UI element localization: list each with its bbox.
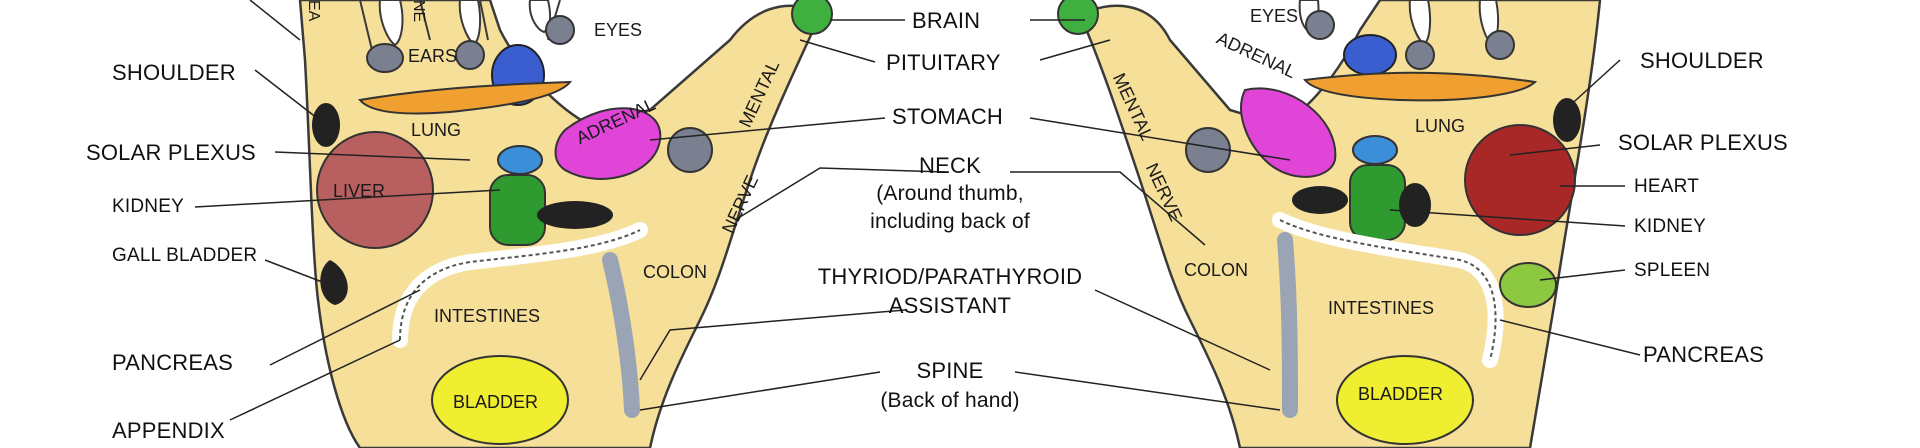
right-dark-spot-b [1399, 183, 1431, 227]
left-label-pancreas: PANCREAS [112, 350, 233, 375]
right-label-spleen: SPLEEN [1634, 260, 1711, 281]
left-hand-label-ears-a: EA [305, 0, 322, 22]
right-solar-plexus-dark [1553, 98, 1581, 142]
left-stomach [554, 107, 662, 180]
left-label-shoulder: SHOULDER [112, 60, 236, 85]
left-hand-label-bladder: BLADDER [453, 392, 539, 412]
center-label-thyroid: THYRIOD/PARATHYROID [817, 264, 1083, 289]
center-label-spine-note: (Back of hand) [880, 389, 1020, 412]
right-kidney-green [1349, 164, 1406, 241]
center-label-neck-note-2: including back of [870, 210, 1030, 233]
right-label-solar-plexus: SOLAR PLEXUS [1618, 130, 1788, 155]
right-label-heart: HEART [1634, 176, 1700, 197]
right-label-pancreas: PANCREAS [1643, 342, 1764, 367]
right-spleen [1499, 262, 1557, 308]
left-thumb-dark [667, 127, 713, 173]
right-hand-label-intestines: INTESTINES [1328, 298, 1435, 318]
left-hand-label-ears: EARS [408, 46, 458, 66]
left-dark-spot [537, 201, 613, 229]
right-hand-label-lung: LUNG [1415, 116, 1466, 136]
left-label-appendix: APPENDIX [112, 418, 225, 443]
left-finger-lines [359, 0, 561, 51]
right-lung-bar [1303, 71, 1538, 102]
left-ears-dark-1 [366, 43, 404, 73]
left-label-gall-bladder: GALL BLADDER [112, 245, 258, 266]
center-label-neck-note-1: (Around thumb, [876, 182, 1024, 205]
right-colon-outline [1279, 219, 1497, 361]
left-ears-dark-3 [545, 15, 575, 45]
right-ears-dark-2 [1405, 40, 1435, 70]
left-hand-label-ears-b: NE [410, 0, 427, 23]
right-ears-dark-1 [1305, 10, 1335, 40]
left-hand-label-colon: COLON [643, 262, 708, 282]
right-hand-label-colon: COLON [1184, 260, 1249, 280]
left-ears-dark-2 [455, 40, 485, 70]
left-adrenal-blue [497, 145, 543, 175]
left-hand-label-liver: LIVER [333, 181, 386, 201]
right-hand [1057, 0, 1602, 448]
left-brain-dot [791, 0, 833, 35]
left-label-kidney: KIDNEY [112, 196, 184, 217]
right-bladder [1336, 355, 1474, 445]
right-spine [1277, 232, 1298, 418]
left-hand [298, 0, 833, 448]
leader-lines [194, 0, 1641, 421]
left-gall-dark [320, 260, 348, 305]
left-lung-bar [358, 80, 573, 115]
center-label-neck: NECK [919, 153, 981, 178]
left-bladder [431, 355, 569, 445]
right-ears-blue [1343, 34, 1397, 76]
right-stomach [1240, 87, 1337, 178]
center-label-spine: SPINE [916, 358, 984, 383]
right-hand-label-bladder: BLADDER [1358, 384, 1444, 404]
right-dark-spot-a [1292, 186, 1348, 214]
left-colon-outline [399, 229, 641, 341]
right-heart [1464, 124, 1576, 236]
center-label-assistant: ASSISTANT [888, 293, 1012, 318]
right-label-shoulder: SHOULDER [1640, 48, 1764, 73]
right-hand-label-eyes: EYES [1250, 6, 1299, 26]
center-label-brain: BRAIN [912, 8, 981, 33]
left-hand-label-eyes: EYES [594, 20, 643, 40]
left-label-solar-plexus: SOLAR PLEXUS [86, 140, 256, 165]
left-spine [602, 252, 640, 418]
left-hand-label-intestines: INTESTINES [434, 306, 541, 326]
center-label-stomach: STOMACH [892, 104, 1004, 129]
left-kidney-green [489, 174, 546, 246]
left-liver [316, 131, 434, 249]
right-adrenal-blue [1352, 135, 1398, 165]
left-hand-label-lung: LUNG [411, 120, 462, 140]
right-ears-dark-3 [1485, 30, 1515, 60]
right-label-kidney: KIDNEY [1634, 216, 1706, 237]
center-label-pituitary: PITUITARY [886, 50, 1001, 75]
right-brain-dot [1057, 0, 1099, 35]
